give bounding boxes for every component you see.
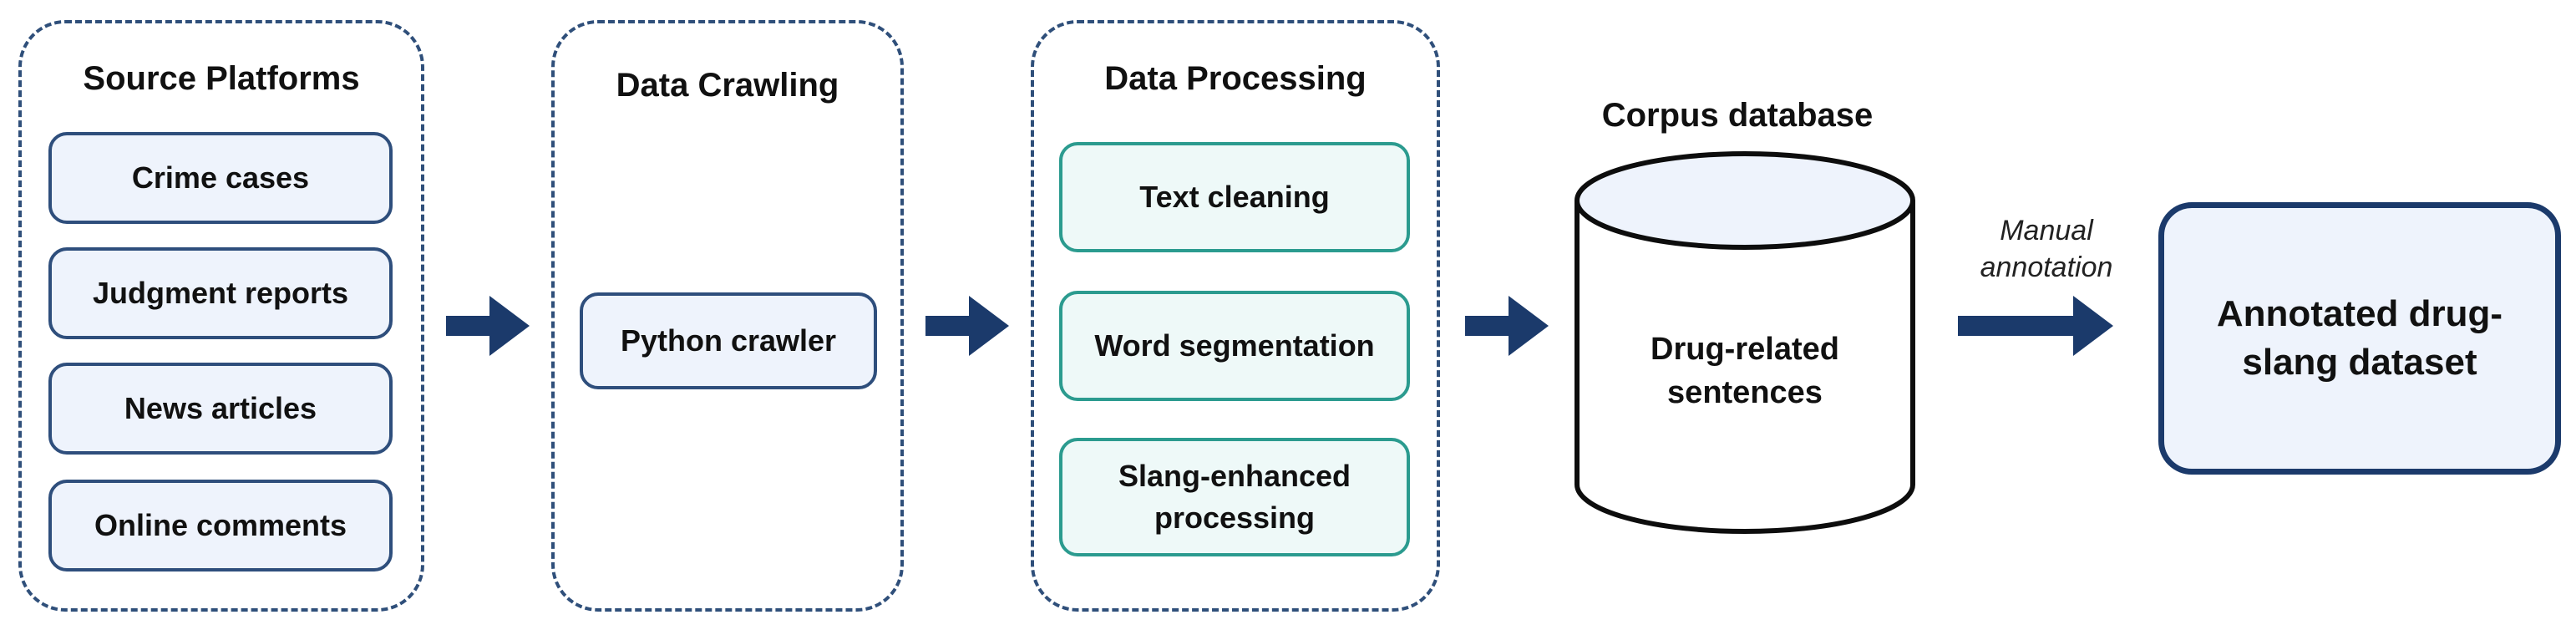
arrow-right-icon <box>1958 296 2113 356</box>
arrow-right-icon <box>1465 296 1549 356</box>
manual-annotation-label: Manual annotation <box>1963 212 2130 286</box>
manual-annotation-text: Manual annotation <box>1980 215 2113 283</box>
corpus-database-label: Drug-related sentences <box>1615 328 1874 414</box>
data-processing-title: Data Processing <box>1104 60 1367 97</box>
node-word-segmentation: Word segmentation <box>1059 291 1410 401</box>
drug-related-sentences-text: Drug-related sentences <box>1651 332 1839 410</box>
data-processing-group: Data Processing <box>1031 20 1440 612</box>
node-text-cleaning: Text cleaning <box>1059 142 1410 252</box>
node-online-comments: Online comments <box>48 480 393 572</box>
arrow-right-icon <box>925 296 1009 356</box>
node-python-crawler: Python crawler <box>580 292 877 389</box>
annotated-dataset-box: Annotated drug-slang dataset <box>2158 202 2561 475</box>
slang-enhanced-text: Slang-enhanced processing <box>1118 459 1351 535</box>
data-crawling-group: Data Crawling <box>551 20 904 612</box>
data-crawling-title: Data Crawling <box>616 67 839 104</box>
node-crime-cases: Crime cases <box>48 132 393 224</box>
annotated-dataset-text: Annotated drug-slang dataset <box>2216 293 2503 383</box>
node-judgment-reports: Judgment reports <box>48 247 393 339</box>
database-cylinder-icon <box>1575 151 1915 534</box>
source-platforms-title: Source Platforms <box>83 60 360 97</box>
source-platforms-group: Source Platforms <box>18 20 424 612</box>
node-news-articles: News articles <box>48 363 393 455</box>
corpus-database-title: Corpus database <box>1601 97 1874 134</box>
arrow-right-icon <box>446 296 530 356</box>
node-slang-enhanced-processing: Slang-enhanced processing <box>1059 438 1410 556</box>
